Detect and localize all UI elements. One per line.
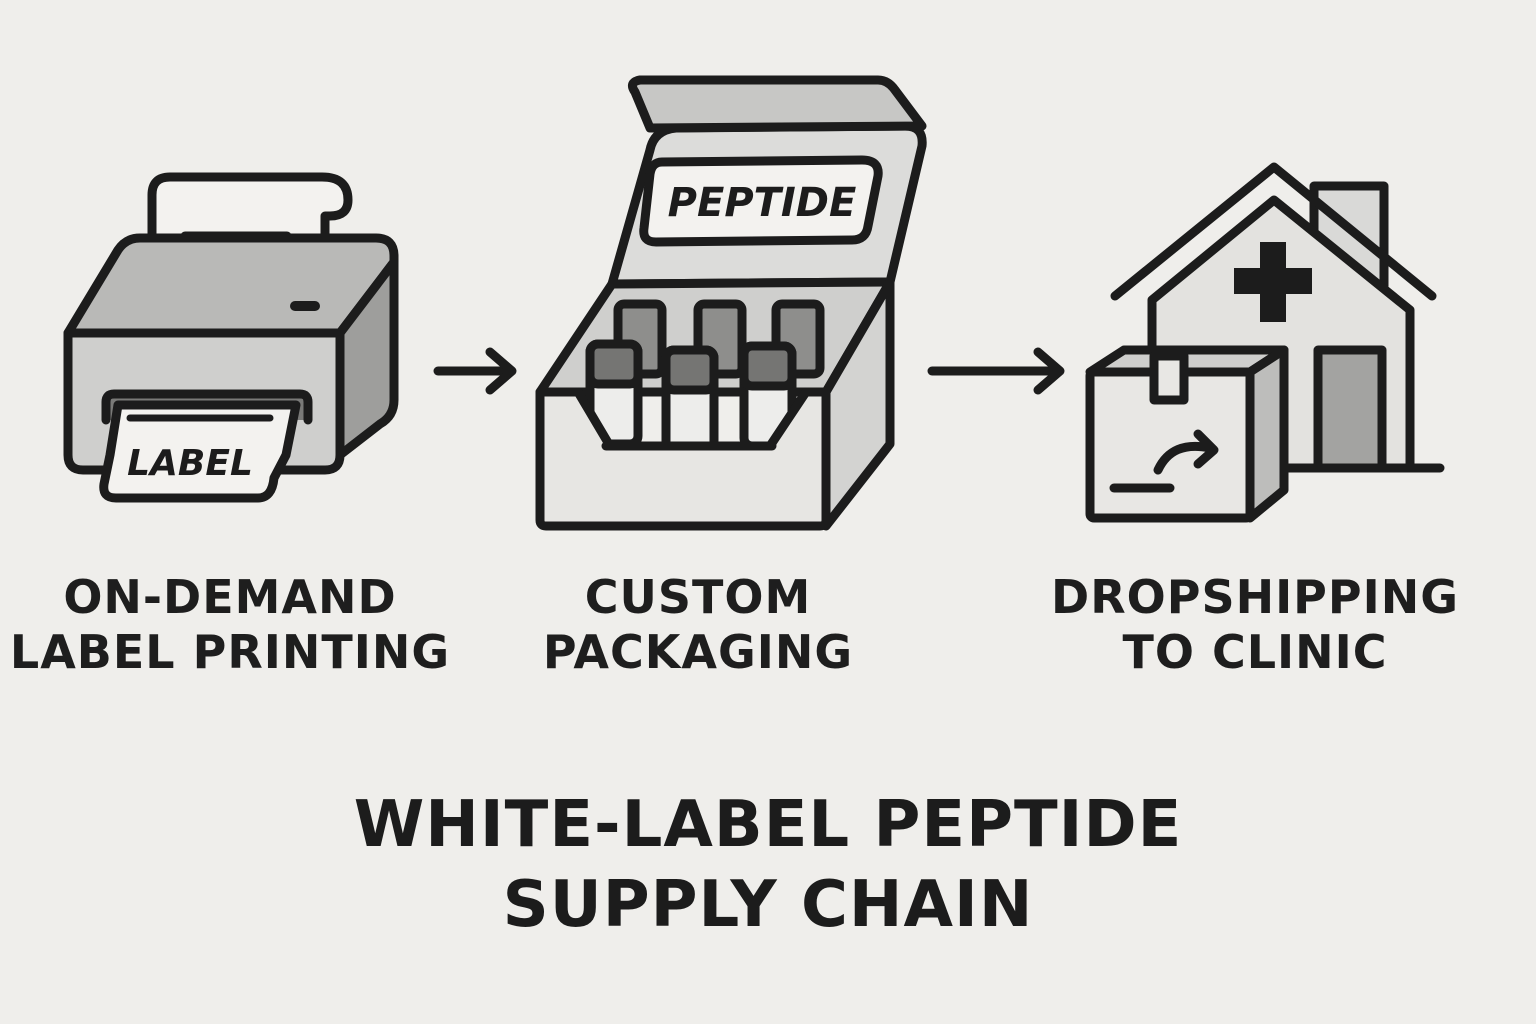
diagram-icons: LABEL PEPTIDE (63, 75, 1445, 531)
title-line: SUPPLY CHAIN (502, 868, 1034, 942)
step-label-line: LABEL PRINTING (9, 625, 451, 679)
step-label-line: CUSTOM (584, 570, 812, 624)
clinic-delivery-icon (1085, 162, 1445, 523)
medical-cross-icon (1234, 242, 1312, 322)
step-label-dropshipping: DROPSHIPPING TO CLINIC (1025, 570, 1485, 680)
package-box-icon (1085, 345, 1289, 523)
title-line: WHITE-LABEL PEPTIDE (353, 788, 1183, 862)
step-label-line: PACKAGING (542, 625, 854, 679)
step-label-line: DROPSHIPPING (1051, 570, 1459, 624)
peptide-vial-box-icon: PEPTIDE (535, 75, 927, 531)
arrow-right-icon (927, 347, 1065, 395)
label-icon-text: LABEL (127, 443, 253, 484)
peptide-icon-text: PEPTIDE (668, 180, 857, 226)
step-label-custom-packaging: CUSTOM PACKAGING (468, 570, 928, 680)
label-printer-icon: LABEL (63, 172, 399, 503)
diagram-title: WHITE-LABEL PEPTIDE SUPPLY CHAIN (0, 785, 1536, 945)
step-label-line: ON-DEMAND (63, 570, 397, 624)
step-label-line: TO CLINIC (1122, 625, 1388, 679)
step-label-label-printing: ON-DEMAND LABEL PRINTING (0, 570, 460, 680)
arrow-right-icon (433, 347, 517, 395)
vial-group (585, 299, 825, 455)
